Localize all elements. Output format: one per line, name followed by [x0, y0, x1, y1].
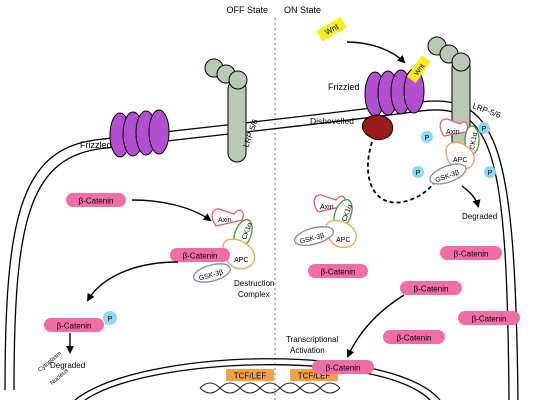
beta-catenin-right-4: β-Catenin [458, 311, 520, 325]
svg-text:CK1α: CK1α [469, 132, 479, 151]
nuclear-membrane [74, 358, 441, 401]
tcf-lef-left: TCF/LEF [226, 369, 274, 381]
nucleus-label: Nucleus [49, 368, 69, 387]
degrade-arrow-right [461, 185, 481, 208]
svg-text:P: P [416, 170, 421, 177]
svg-text:TCF/LEF: TCF/LEF [234, 372, 267, 381]
frizzled-label-left: Frizzled [80, 140, 112, 150]
degraded-label-left: Degraded [50, 361, 85, 370]
apc-left [222, 238, 256, 270]
svg-text:β-Catenin: β-Catenin [326, 364, 361, 373]
frizzled-label-right: Frizzled [328, 82, 360, 92]
svg-text:Axin: Axin [446, 129, 460, 136]
capture-arrow-left [131, 199, 212, 222]
svg-text:Axin: Axin [218, 217, 232, 224]
degraded-label-right: Degraded [462, 212, 497, 221]
beta-catenin-left-free: β-Catenin [66, 193, 126, 207]
svg-text:P: P [425, 135, 430, 142]
svg-text:β-Catenin: β-Catenin [454, 250, 489, 259]
off-state-label: OFF State [226, 5, 268, 15]
wnt-ligand-free: Wnt [316, 16, 347, 42]
beta-catenin-in-complex [170, 248, 230, 262]
transcriptional-label-2: Activation [290, 346, 325, 355]
svg-text:β-Catenin: β-Catenin [79, 197, 114, 206]
gsk3b-right-free [293, 226, 335, 246]
nuclear-import-arrow [346, 294, 405, 358]
svg-text:β-Catenin: β-Catenin [397, 334, 432, 343]
inhibition-recruit-arrow [367, 141, 447, 204]
inactive-complex-right: Axin CK1α APC GSK-3β [293, 194, 357, 249]
svg-text:β-Catenin: β-Catenin [472, 315, 507, 324]
beta-catenin-right-5: β-Catenin [383, 330, 445, 344]
dishevelled-label: Dishevelled [310, 116, 354, 126]
svg-text:TCF/LEF: TCF/LEF [298, 372, 331, 381]
cell-membrane [4, 100, 519, 401]
lrp-receptor-left [204, 58, 248, 163]
axin-left [211, 208, 244, 227]
dna-helix [199, 382, 341, 394]
beta-catenin-right-3: β-Catenin [400, 281, 462, 295]
release-arrow-left [86, 261, 179, 302]
wnt-binding-arrow [346, 41, 406, 64]
destruction-complex-left: Axin CK1α APC GSK-3β β-Catenin [170, 208, 256, 283]
svg-text:APC: APC [234, 257, 248, 264]
svg-text:β-Catenin: β-Catenin [183, 252, 218, 261]
destruction-label-1: Destruction [234, 279, 274, 288]
svg-text:P: P [108, 316, 113, 323]
gsk3b-right [429, 163, 467, 185]
transcriptional-label-1: Transcriptional [286, 335, 338, 344]
svg-text:β-Catenin: β-Catenin [57, 322, 92, 331]
on-state-label: ON State [284, 5, 321, 15]
beta-catenin-phosphorylated-left: β-Catenin P [44, 311, 117, 332]
frizzled-receptor-left [109, 109, 170, 158]
apc-right-free [325, 219, 357, 249]
beta-catenin-right-2: β-Catenin [440, 246, 502, 260]
beta-catenin-nuclear: β-Catenin [312, 360, 374, 374]
destruction-label-2: Complex [238, 290, 270, 299]
svg-text:APC: APC [336, 237, 350, 244]
beta-catenin-right-1: β-Catenin [308, 264, 368, 278]
svg-text:APC: APC [453, 157, 467, 164]
axin-right [439, 118, 469, 137]
recruited-complex-right: P P P P Axin CK1α APC GSK-3β [412, 118, 496, 185]
svg-text:β-Catenin: β-Catenin [321, 268, 356, 277]
svg-text:β-Catenin: β-Catenin [414, 285, 449, 294]
lrp-label-right: LRP-5/6 [471, 101, 502, 120]
gsk3b-left [192, 263, 232, 283]
svg-text:P: P [482, 126, 487, 133]
svg-text:Axin: Axin [320, 204, 334, 211]
dishevelled-protein [361, 114, 394, 141]
svg-text:P: P [488, 170, 493, 177]
